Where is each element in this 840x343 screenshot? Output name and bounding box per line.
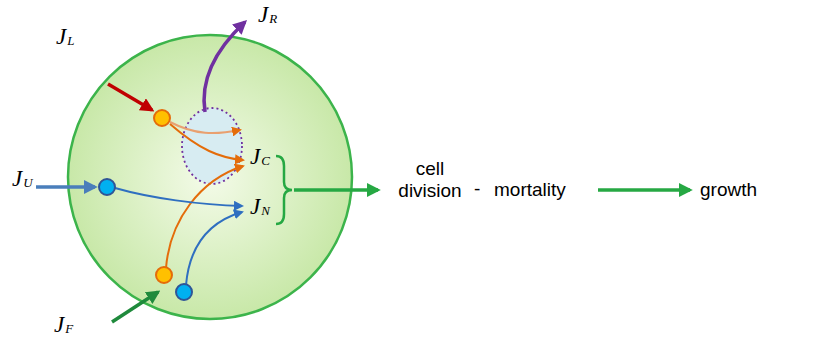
process-label: growth: [700, 179, 757, 201]
flux-label: JN: [250, 196, 270, 226]
process-label: mortality: [494, 179, 566, 201]
flux-label: JF: [54, 314, 73, 343]
minus-sign: -: [474, 178, 480, 200]
flux-label: JC: [250, 146, 270, 176]
flux-label: JL: [56, 26, 74, 56]
flux-label: JU: [12, 168, 33, 198]
process-label: cell division: [384, 158, 476, 202]
flux-label: JR: [258, 4, 277, 34]
